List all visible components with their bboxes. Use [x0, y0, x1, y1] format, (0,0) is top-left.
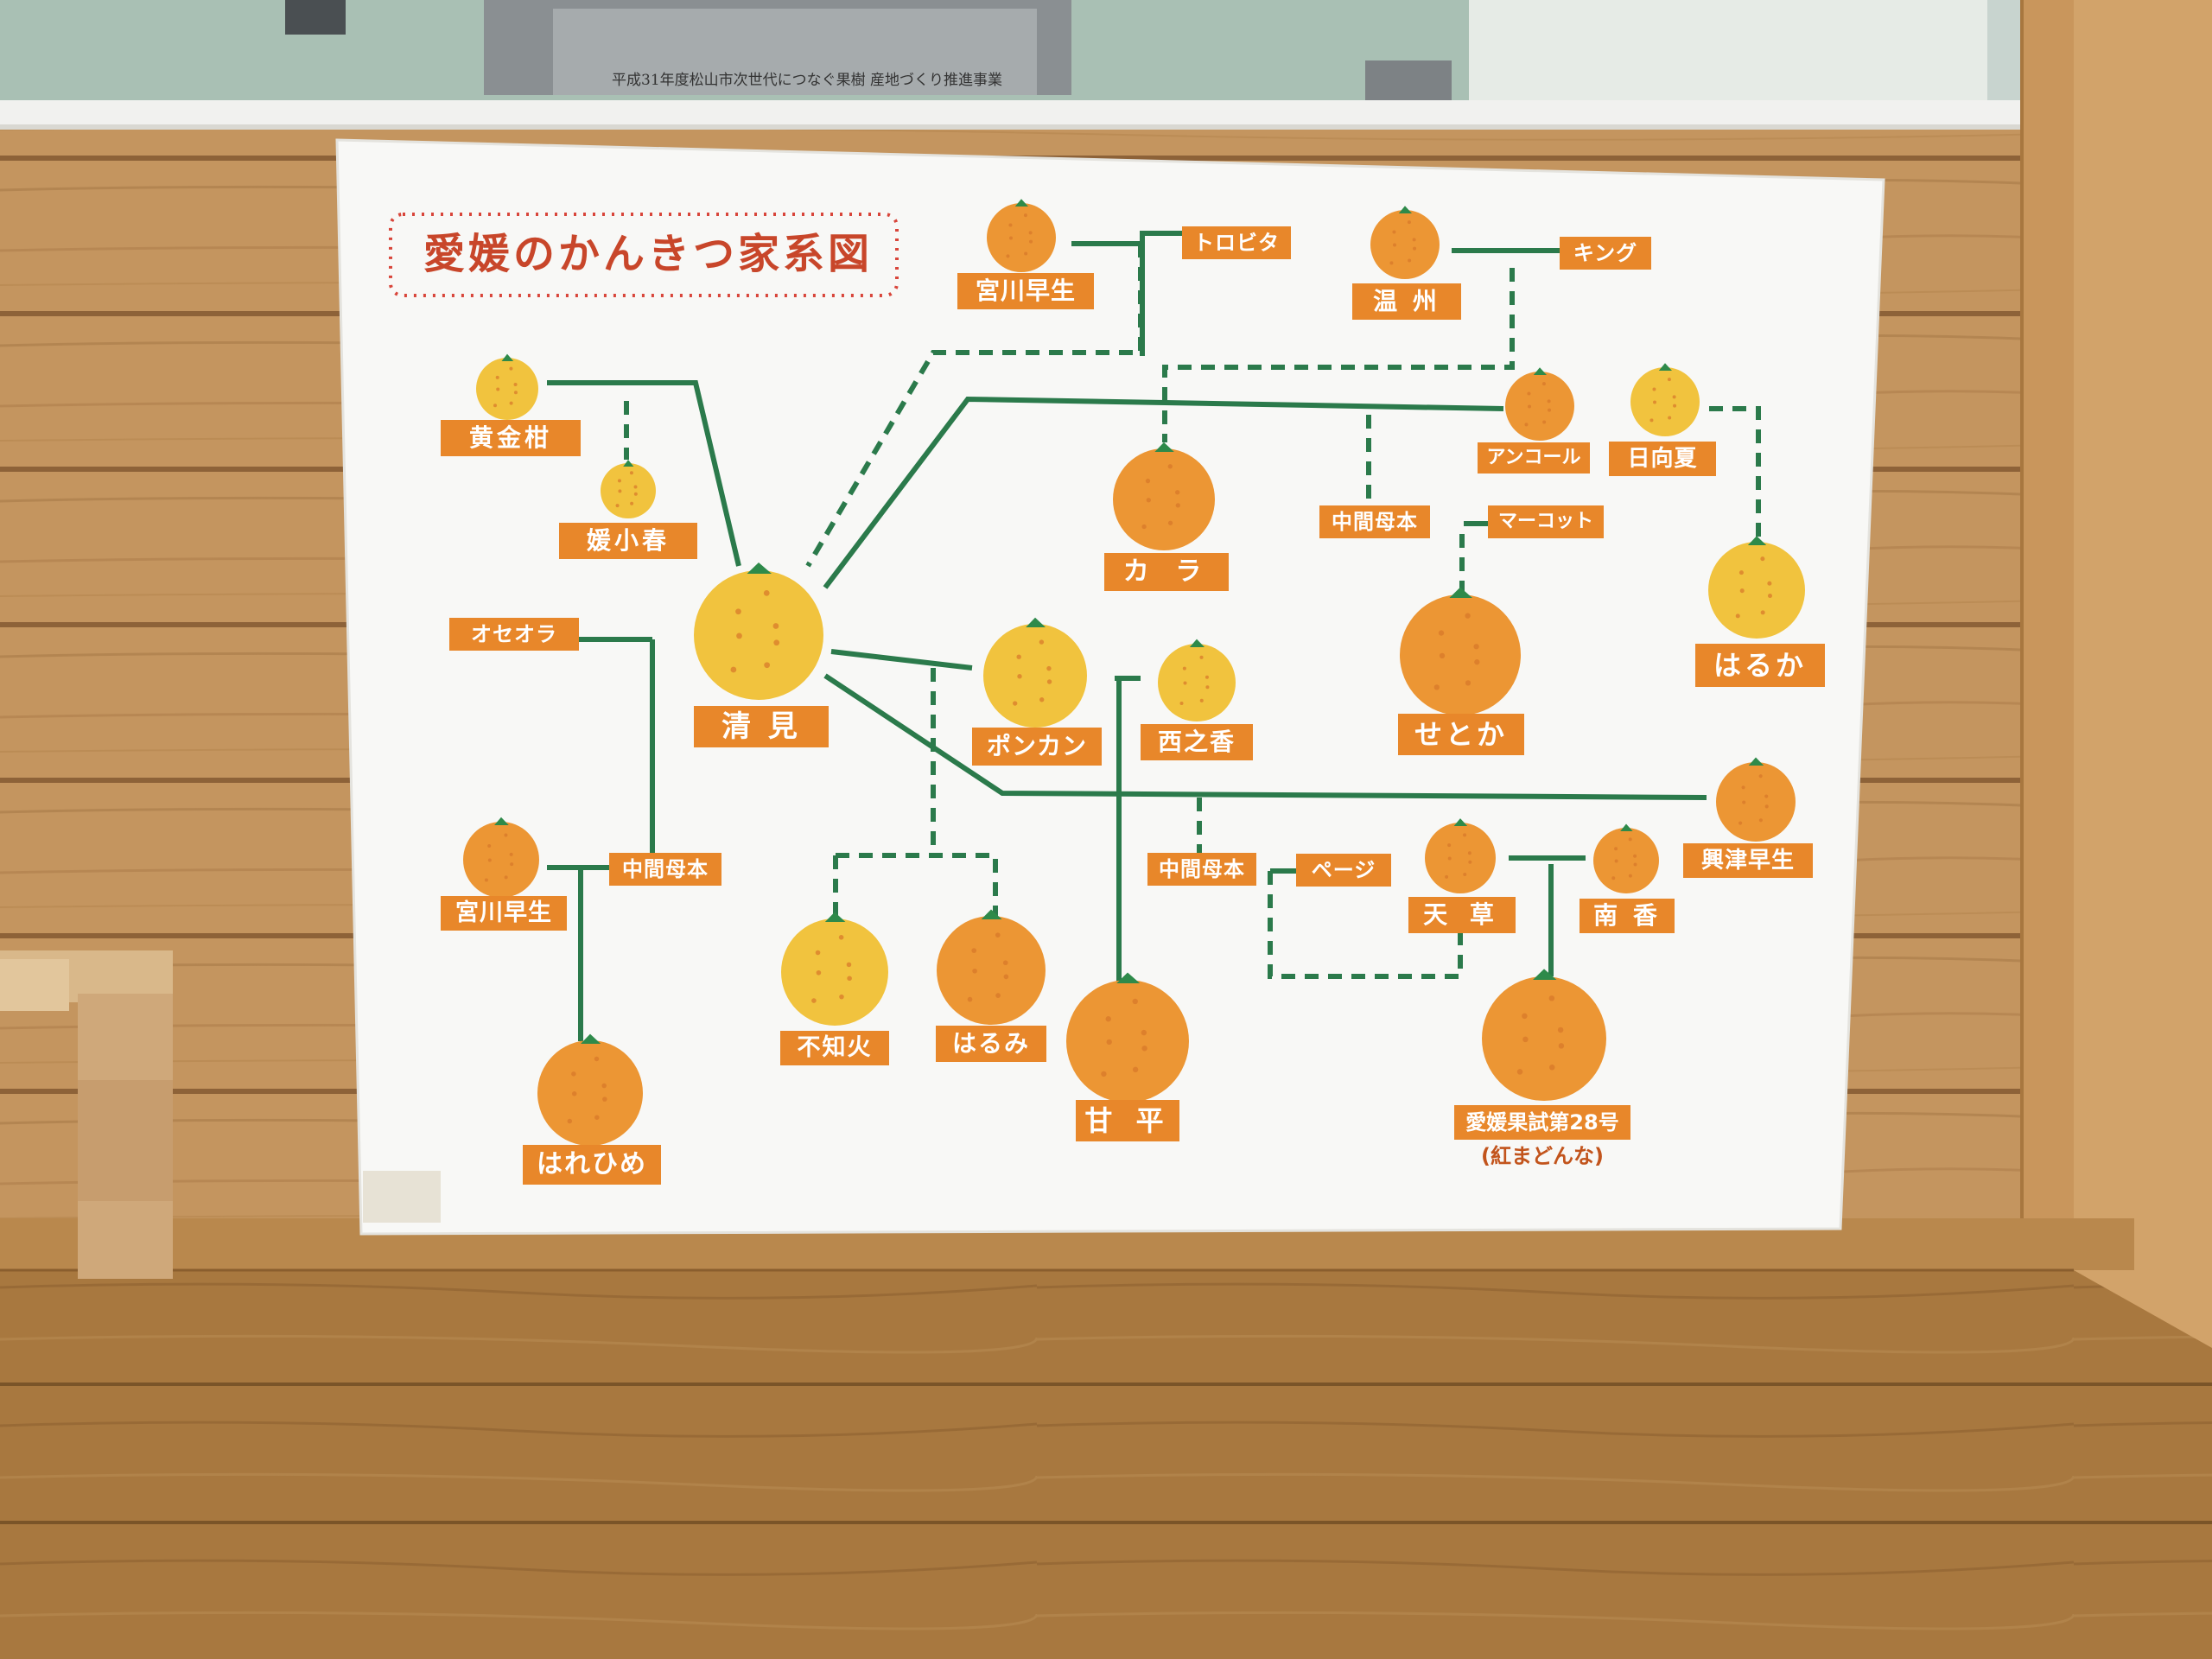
label-kiyomi: 清 見 — [694, 706, 829, 747]
label-kanpei: 甘 平 — [1076, 1100, 1179, 1141]
setoka-fruit — [1400, 587, 1521, 715]
label-peji: ページ — [1296, 854, 1391, 887]
label-ogonkan: 黄金柑 — [441, 420, 581, 456]
label-kara: カ ラ — [1104, 553, 1229, 591]
miyagawa-top-fruit — [987, 199, 1056, 272]
ogonkan-fruit — [476, 353, 538, 420]
label-haruka: はるか — [1695, 644, 1825, 687]
kanpei-fruit — [1066, 972, 1189, 1103]
label-shiranui: 不知火 — [780, 1031, 889, 1065]
label-amakusa: 天 草 — [1408, 897, 1516, 933]
label-ehime28-sub: (紅まどんな) — [1481, 1144, 1604, 1168]
label-setoka: せとか — [1398, 714, 1524, 755]
label-miyagawa-left: 宮川早生 — [441, 896, 567, 931]
label-okitsu: 興津早生 — [1683, 843, 1813, 878]
haruka-fruit — [1708, 536, 1805, 639]
poster-title: 愛媛のかんきつ家系図 — [423, 230, 873, 278]
label-hyuganatsu: 日向夏 — [1609, 442, 1716, 476]
shiranui-fruit — [781, 912, 888, 1026]
label-nanko: 南 香 — [1580, 899, 1675, 933]
miyagawa-left-fruit — [463, 817, 539, 898]
hyuganatsu-fruit — [1630, 363, 1700, 436]
label-miyagawa-top: 宮川早生 — [957, 273, 1094, 309]
label-chukan-left: 中間母本 — [609, 853, 721, 886]
ehime28-fruit — [1482, 969, 1606, 1101]
label-toropita: トロビタ — [1182, 226, 1291, 259]
title-frame — [389, 213, 899, 297]
kiyomi-fruit — [694, 563, 823, 700]
kara-fruit — [1113, 442, 1215, 550]
label-unshu: 温 州 — [1352, 283, 1461, 320]
ankoru-fruit — [1505, 367, 1574, 441]
amakusa-fruit — [1425, 818, 1496, 893]
label-ponkan: ポンカン — [972, 728, 1102, 766]
notice-sign: 平成31年度松山市次世代につなぐ果樹 産地づくり推進事業 — [612, 72, 1003, 89]
ponkan-fruit — [983, 617, 1087, 728]
nishinoka-fruit — [1158, 639, 1236, 721]
label-ankoru: アンコール — [1478, 442, 1590, 474]
unshu-fruit — [1370, 206, 1440, 279]
harumi-fruit — [937, 909, 1046, 1025]
harehime-fruit — [537, 1033, 643, 1146]
himekoharu-fruit — [601, 460, 656, 518]
label-himekoharu: 媛小春 — [559, 523, 697, 559]
label-harumi: はるみ — [936, 1026, 1046, 1062]
okitsu-fruit — [1716, 757, 1796, 842]
label-chukan-top: 中間母本 — [1319, 505, 1430, 538]
label-makotto: マーコット — [1488, 505, 1604, 538]
label-nishinoka: 西之香 — [1141, 724, 1253, 760]
label-harehime: はれひめ — [523, 1145, 661, 1185]
label-king: キング — [1560, 237, 1651, 270]
label-chukan-right: 中間母本 — [1147, 853, 1256, 886]
poster — [335, 138, 1885, 1236]
label-ehime28: 愛媛果試第28号 — [1454, 1105, 1630, 1140]
nanko-fruit — [1593, 823, 1659, 893]
label-oseora: オセオラ — [449, 618, 579, 651]
